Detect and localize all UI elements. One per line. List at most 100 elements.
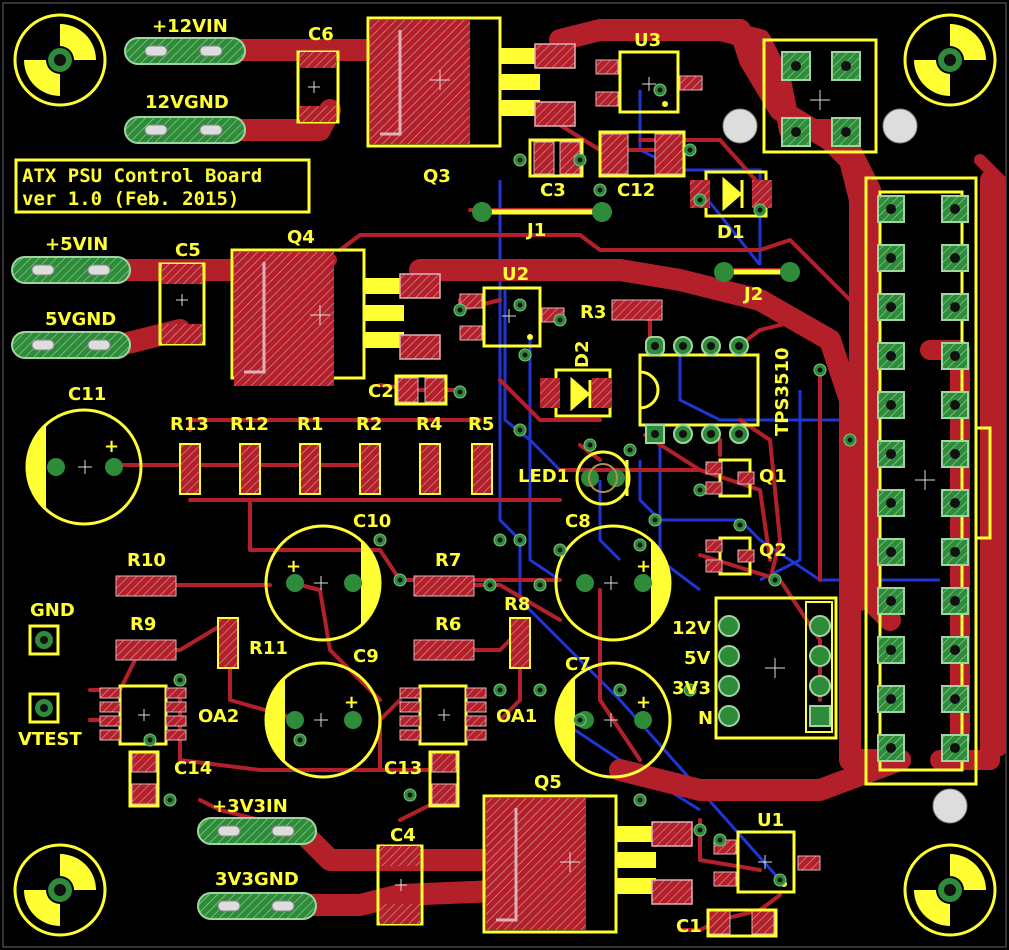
via-drill xyxy=(537,582,543,588)
label-r2: R2 xyxy=(356,414,382,435)
label-d1: D1 xyxy=(717,222,744,243)
via-drill xyxy=(627,447,633,453)
label-led1: LED1 xyxy=(518,466,569,487)
label-u1: U1 xyxy=(757,810,784,831)
label-r4: R4 xyxy=(416,414,442,435)
atx-pin xyxy=(877,734,905,762)
top-traces xyxy=(88,19,1006,932)
via-drill xyxy=(597,187,603,193)
label-c2: C2 xyxy=(368,381,394,402)
label-r7: R7 xyxy=(435,550,461,571)
testpoint-vtest xyxy=(28,692,60,724)
power-input-pads xyxy=(11,37,317,920)
atx-pin xyxy=(941,195,969,223)
testpoint-gnd xyxy=(28,624,60,656)
via-drill xyxy=(777,877,783,883)
label-c6: C6 xyxy=(308,24,334,45)
regulator-q3 xyxy=(366,16,540,148)
via-drill xyxy=(557,547,563,553)
via-drill xyxy=(697,197,703,203)
label-5vgnd: 5VGND xyxy=(45,309,116,330)
smd-resistors xyxy=(115,299,663,669)
atx-pin-drill xyxy=(950,351,960,361)
label-j1: J1 xyxy=(525,220,546,241)
atx-pin xyxy=(941,489,969,517)
atx-pin-drill xyxy=(886,253,896,263)
label-c1: C1 xyxy=(676,916,702,937)
via-drill xyxy=(517,427,523,433)
via-drill xyxy=(697,487,703,493)
atx-pin-drill xyxy=(950,547,960,557)
label-12v: 12V xyxy=(672,618,711,639)
label-r12: R12 xyxy=(230,414,269,435)
label-q5: Q5 xyxy=(534,772,562,793)
atx-pin-drill xyxy=(950,204,960,214)
via-drill xyxy=(517,537,523,543)
label-12vin: +12VIN xyxy=(152,16,228,37)
label-gnd: GND xyxy=(30,600,75,621)
label-r1: R1 xyxy=(297,414,323,435)
opamp-oa2 xyxy=(99,684,187,746)
regulator-u2 xyxy=(459,286,565,348)
label-3v3: 3V3 xyxy=(672,678,711,699)
connector-output xyxy=(714,596,838,740)
via-drill xyxy=(737,522,743,528)
label-r5: R5 xyxy=(468,414,494,435)
via-drill xyxy=(167,797,173,803)
mounting-hole-icon xyxy=(13,13,997,937)
label-r6: R6 xyxy=(435,614,461,635)
board-title-line1: ATX PSU Control Board xyxy=(22,165,262,187)
via-drill xyxy=(587,442,593,448)
label-oa2: OA2 xyxy=(198,706,239,727)
via-drill xyxy=(577,157,583,163)
label-c11: C11 xyxy=(68,384,106,405)
atx-pin-drill xyxy=(886,400,896,410)
board-title-line2: ver 1.0 (Feb. 2015) xyxy=(22,188,239,210)
led-led1 xyxy=(575,450,631,506)
via-drill xyxy=(637,542,643,548)
label-c9: C9 xyxy=(353,646,379,667)
label-plus-c9: + xyxy=(344,692,359,713)
via-drill xyxy=(617,687,623,693)
title-box xyxy=(14,158,311,214)
atx-pin-drill xyxy=(950,302,960,312)
via-drill xyxy=(687,147,693,153)
via-drill xyxy=(497,537,503,543)
atx-pin-drill xyxy=(886,351,896,361)
label-q2: Q2 xyxy=(759,540,787,561)
atx-pin-drill xyxy=(950,400,960,410)
atx-pin xyxy=(877,342,905,370)
label-r9: R9 xyxy=(130,614,156,635)
silkscreen-labels: ATX PSU Control Board ver 1.0 (Feb. 2015… xyxy=(18,16,793,937)
regulator-q4 xyxy=(230,248,404,386)
via-drill xyxy=(817,367,823,373)
atx-pin-drill xyxy=(950,253,960,263)
via-drill xyxy=(517,302,523,308)
atx-pin-drill xyxy=(950,645,960,655)
label-oa1: OA1 xyxy=(496,706,537,727)
via-drill xyxy=(487,582,493,588)
connector-atx xyxy=(864,176,992,824)
jumper-j2 xyxy=(714,262,800,282)
label-c12: C12 xyxy=(617,180,655,201)
label-r13: R13 xyxy=(170,414,209,435)
label-c14: C14 xyxy=(174,758,212,779)
via-drill xyxy=(717,837,723,843)
diode-d2 xyxy=(540,368,612,418)
atx-pin-drill xyxy=(886,547,896,557)
via-drill xyxy=(522,352,528,358)
atx-pin-drill xyxy=(950,743,960,753)
atx-pin-drill xyxy=(886,694,896,704)
via-drill xyxy=(297,737,303,743)
label-c10: C10 xyxy=(353,511,391,532)
label-c8: C8 xyxy=(565,511,591,532)
regulator-u3 xyxy=(595,50,703,114)
atx-pin-drill xyxy=(886,596,896,606)
via-drill xyxy=(147,737,153,743)
label-5vin: +5VIN xyxy=(45,234,108,255)
via-drill xyxy=(397,577,403,583)
via-drill xyxy=(497,687,503,693)
via-drill xyxy=(407,792,413,798)
via-drill xyxy=(697,827,703,833)
transistor-q2 xyxy=(705,536,755,576)
